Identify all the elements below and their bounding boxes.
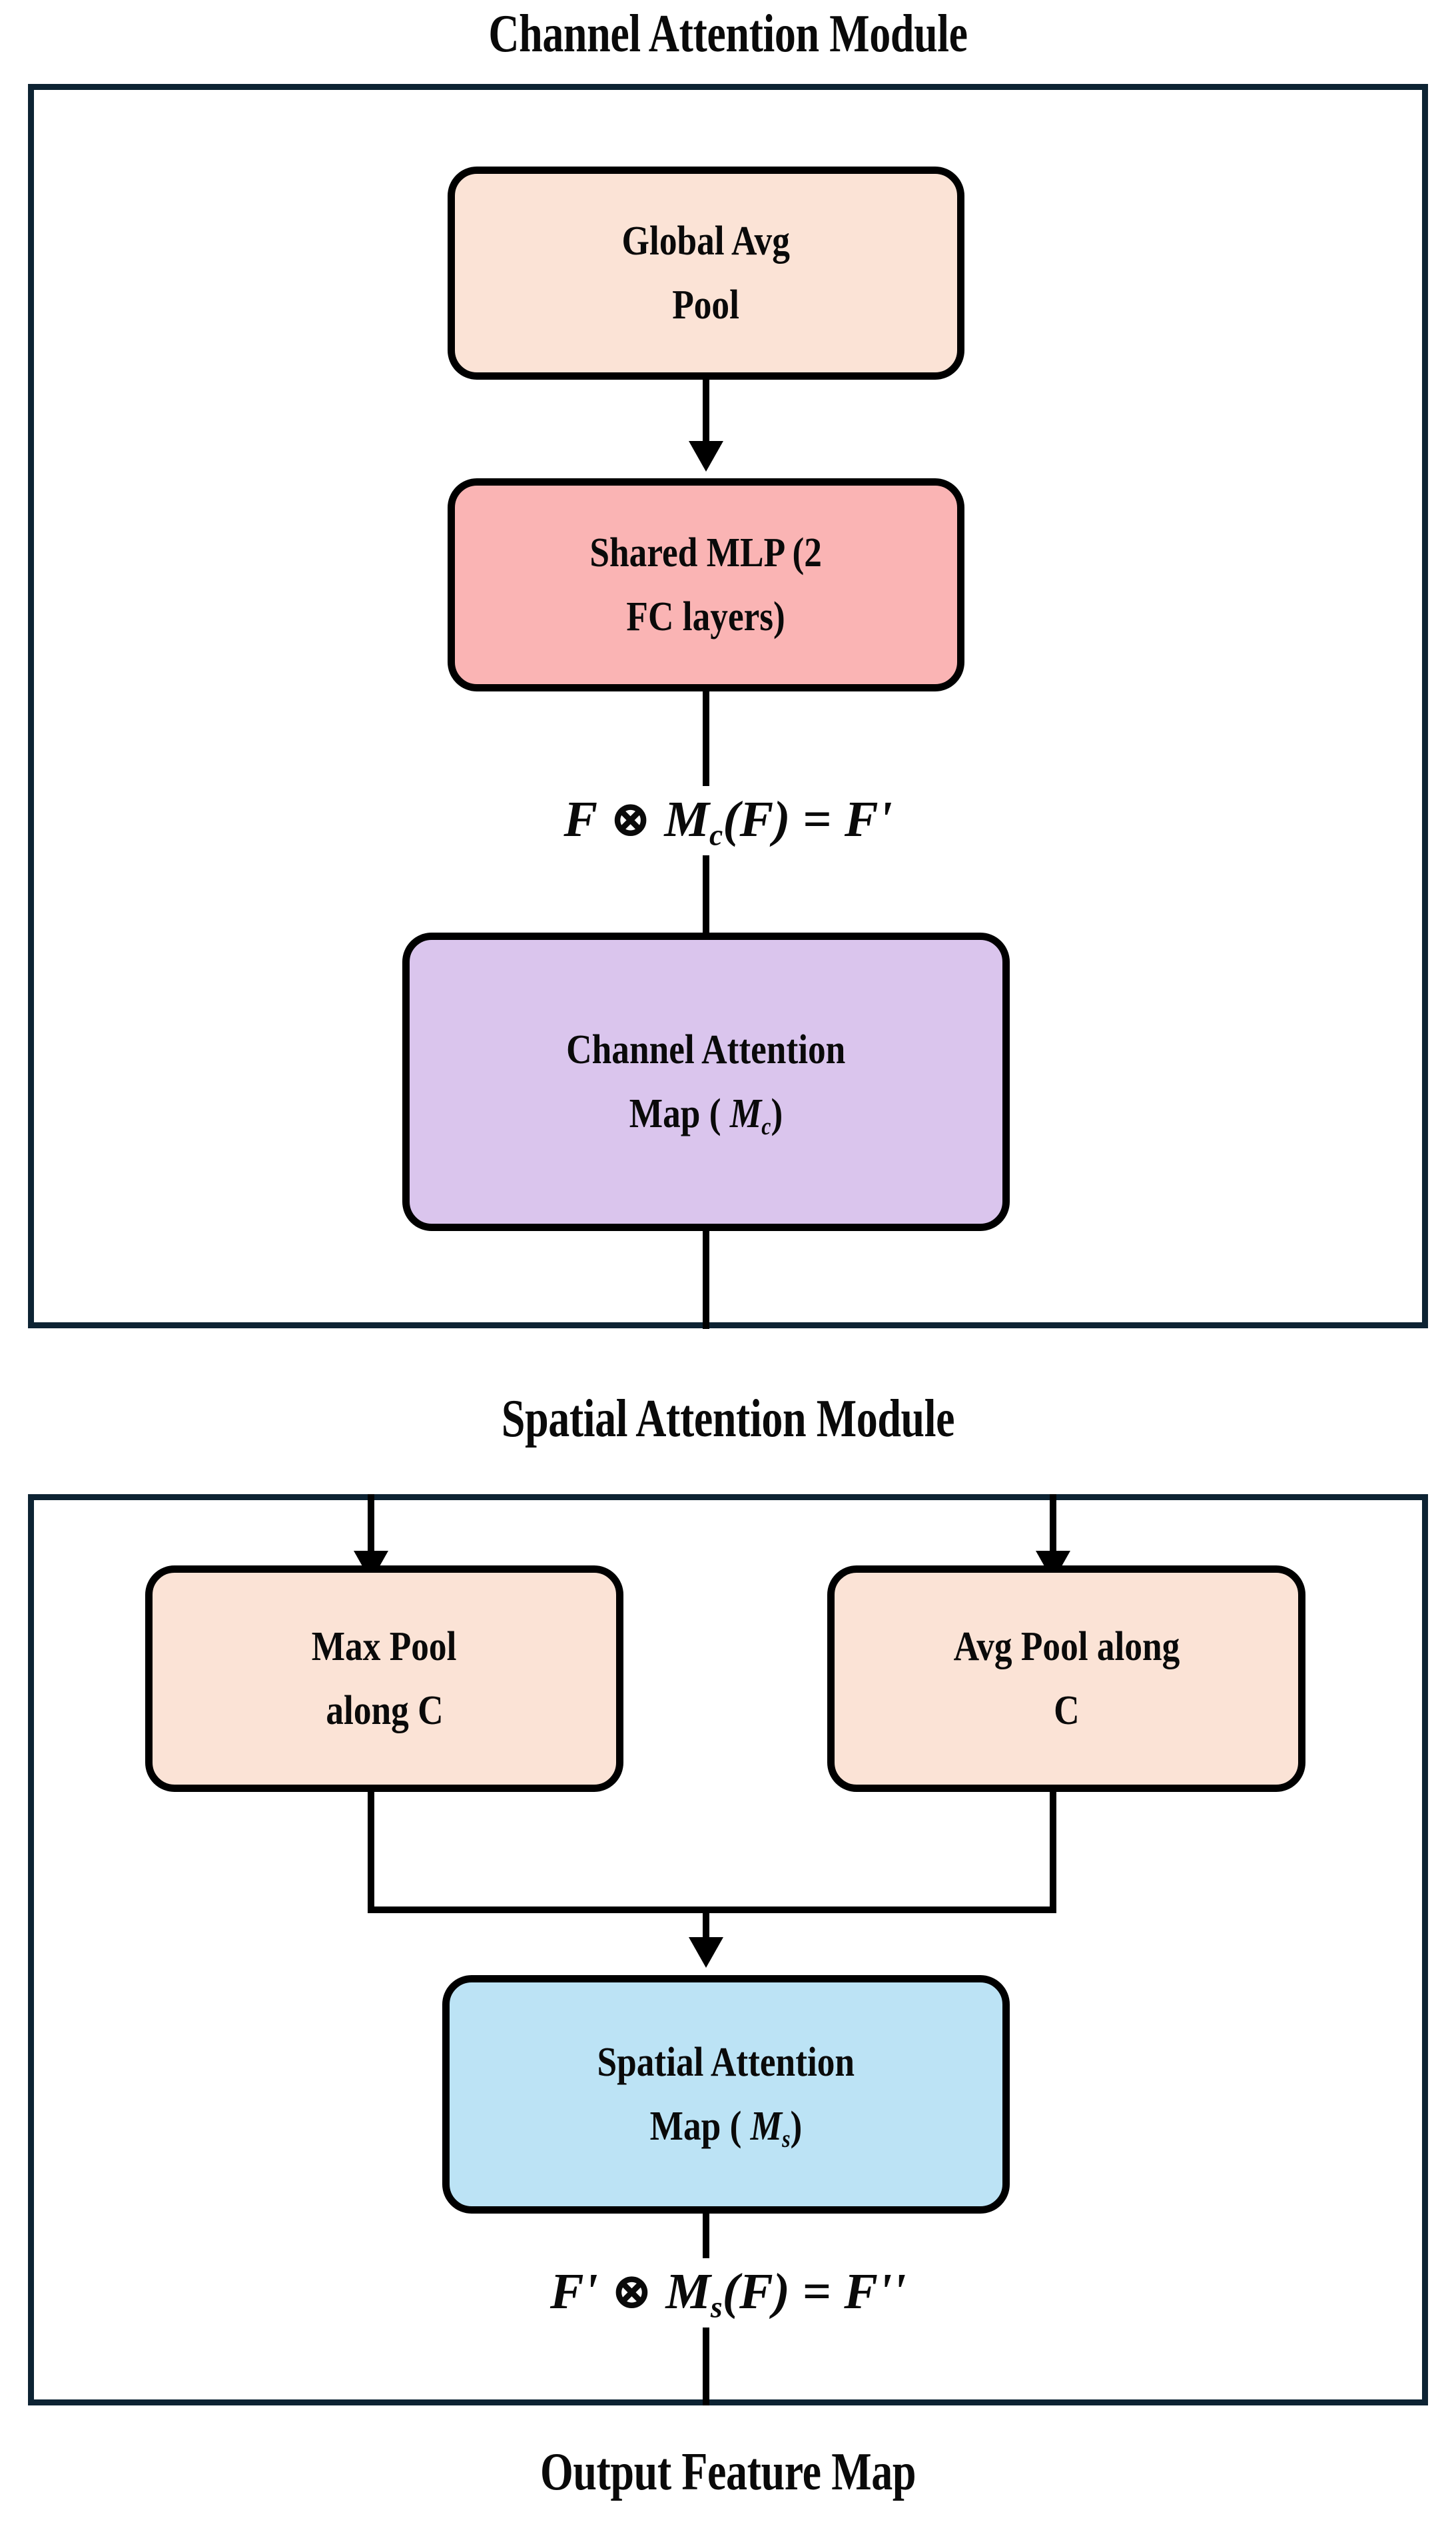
spatial-attention-module-title: Spatial Attention Module xyxy=(501,1390,955,1448)
formula-channel-lhs: F xyxy=(563,791,597,847)
node-max-pool-along-c[interactable]: Max Pool along C xyxy=(145,1565,623,1792)
node-shared-mlp-line1: Shared MLP (2 xyxy=(589,530,823,576)
channel-map-label-prefix: Map ( xyxy=(629,1090,730,1136)
spatial-map-label-suffix: ) xyxy=(790,2103,803,2149)
formula-spatial-equals: = xyxy=(802,2264,832,2320)
arrowhead-merge-to-spatial-map xyxy=(689,1937,723,1968)
spatial-attention-module-frame xyxy=(28,1494,1428,2405)
output-feature-map-title: Output Feature Map xyxy=(540,2443,916,2501)
formula-spatial-rhs: F'' xyxy=(844,2264,907,2320)
formula-spatial-attention: F' ⊗ Ms(F) = F'' xyxy=(0,2258,1456,2328)
connector-channel-map-to-frame-bottom xyxy=(703,1231,709,1329)
formula-channel-func-symbol: M xyxy=(664,791,709,847)
connector-input-to-max-pool xyxy=(368,1494,374,1556)
connector-input-to-avg-pool xyxy=(1050,1494,1056,1556)
formula-channel-operator: ⊗ xyxy=(609,791,652,847)
connector-avg-pool-down xyxy=(1050,1792,1056,1912)
spatial-map-symbol: M xyxy=(750,2103,783,2149)
channel-attention-module-frame xyxy=(28,84,1428,1328)
channel-map-subscript: c xyxy=(761,1112,771,1140)
node-max-pool-line2: along C xyxy=(325,1688,444,1733)
node-channel-attention-map-line2: Map ( Mc) xyxy=(629,1082,783,1146)
formula-channel-attention: F ⊗ Mc(F) = F' xyxy=(0,786,1456,855)
spatial-map-label-prefix: Map ( xyxy=(649,2103,751,2149)
formula-channel-func-subscript: c xyxy=(709,817,723,852)
node-global-avg-pool[interactable]: Global Avg Pool xyxy=(448,167,964,380)
formula-channel-rhs: F' xyxy=(844,791,893,847)
formula-channel-equals: = xyxy=(803,791,832,847)
formula-spatial-lhs: F' xyxy=(549,2264,598,2320)
channel-map-symbol: M xyxy=(729,1090,762,1136)
channel-map-label-suffix: ) xyxy=(771,1090,783,1136)
formula-spatial-func-subscript: s xyxy=(710,2290,723,2324)
node-avg-pool-line2: C xyxy=(1053,1688,1080,1733)
node-shared-mlp-line2: FC layers) xyxy=(626,594,786,639)
formula-spatial-func-symbol: M xyxy=(665,2264,711,2320)
arrowhead-gap-to-mlp xyxy=(689,441,723,472)
node-channel-attention-map-line1: Channel Attention xyxy=(566,1027,846,1072)
node-spatial-attention-map-line1: Spatial Attention xyxy=(597,2039,855,2085)
node-global-avg-pool-line1: Global Avg xyxy=(621,218,791,264)
node-spatial-attention-map[interactable]: Spatial Attention Map ( Ms) xyxy=(442,1975,1010,2214)
formula-spatial-func-arg: (F) xyxy=(722,2264,790,2320)
node-global-avg-pool-line2: Pool xyxy=(672,282,740,328)
formula-channel-func-arg: (F) xyxy=(723,791,791,847)
connector-gap-to-mlp xyxy=(703,380,709,446)
node-channel-attention-map[interactable]: Channel Attention Map ( Mc) xyxy=(402,933,1010,1231)
connector-merge-horizontal xyxy=(368,1907,1056,1913)
node-max-pool-line1: Max Pool xyxy=(312,1623,457,1669)
node-spatial-attention-map-line2: Map ( Ms) xyxy=(650,2094,803,2159)
formula-spatial-operator: ⊗ xyxy=(610,2264,653,2320)
connector-merge-to-spatial-map xyxy=(703,1907,709,1942)
channel-attention-module-title: Channel Attention Module xyxy=(488,5,968,63)
node-avg-pool-along-c[interactable]: Avg Pool along C xyxy=(827,1565,1305,1792)
node-shared-mlp[interactable]: Shared MLP (2 FC layers) xyxy=(448,478,964,691)
spatial-map-subscript: s xyxy=(782,2125,791,2153)
node-avg-pool-line1: Avg Pool along xyxy=(953,1623,1180,1669)
connector-max-pool-down xyxy=(368,1792,374,1912)
